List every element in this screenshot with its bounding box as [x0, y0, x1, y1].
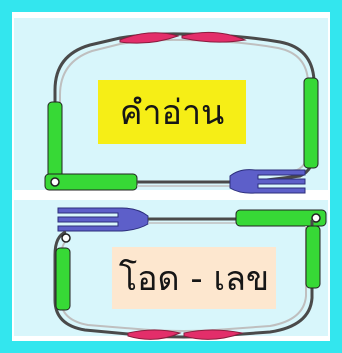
pink-cap-bottom-left — [127, 329, 182, 340]
hinge-pin-right-lower — [311, 213, 321, 223]
hinge-pin-left-upper — [50, 177, 60, 187]
fork-icon-lower — [57, 207, 149, 232]
green-bar-left-lower — [55, 247, 71, 311]
pink-cap-right — [181, 31, 247, 43]
fork-icon-upper — [229, 169, 306, 194]
green-bar-right-lower — [305, 225, 321, 289]
top-label: คำอ่าน — [98, 80, 246, 144]
bottom-label: โอด - เลข — [112, 247, 276, 309]
green-bar-top-lower — [235, 209, 327, 227]
pink-cap-left — [119, 32, 180, 44]
green-bar-left-upper — [47, 101, 63, 183]
hinge-pin-left-lower — [61, 233, 71, 243]
pink-cap-bottom-right — [183, 329, 244, 340]
green-bar-right-upper — [303, 77, 319, 169]
